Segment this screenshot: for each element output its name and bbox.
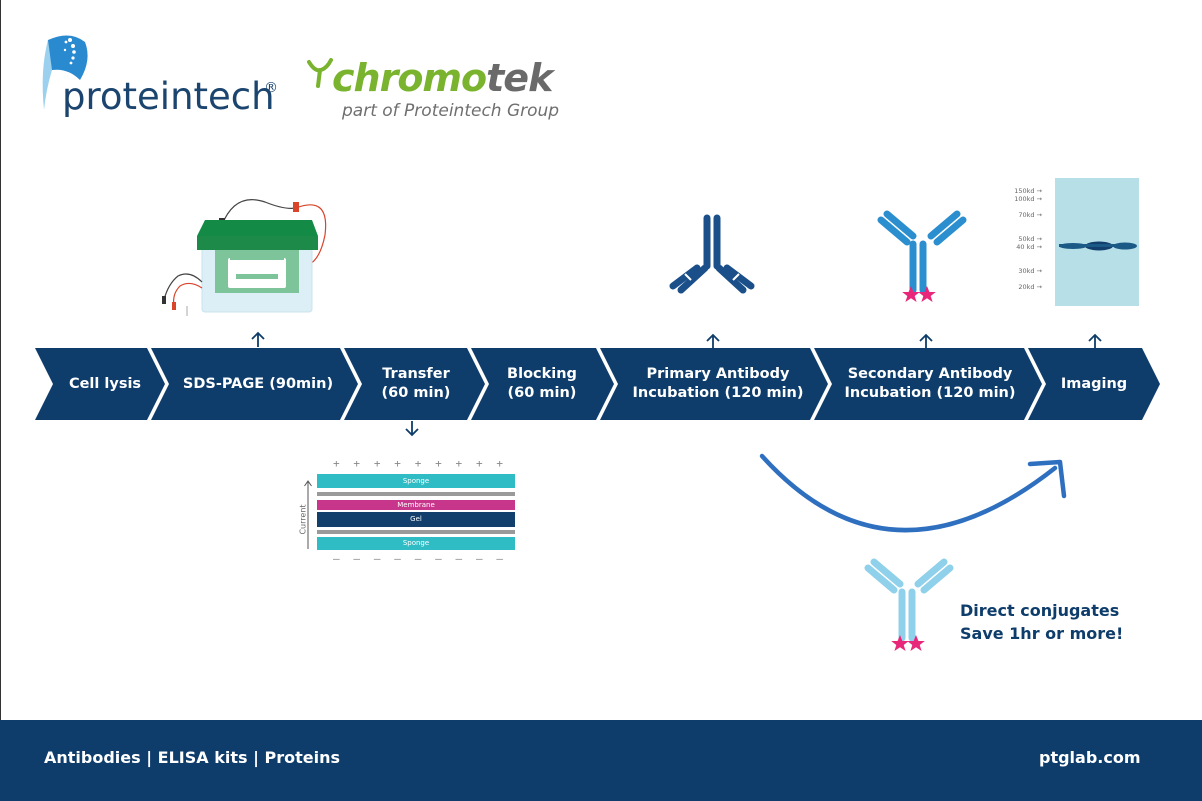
footer-website-link[interactable]: ptglab.com [1039,748,1141,767]
chevron-sds-page [151,348,358,420]
step-label-sds-page: SDS-PAGE (90min) [182,375,334,392]
arrow-up-icon [1088,333,1102,349]
chromotek-tagline: part of Proteintech Group [342,101,560,121]
step-label-cell-lysis: Cell lysis [68,375,142,392]
skip-step-curve-arrow-icon [759,453,1067,533]
blot-marker: 30kd → [1018,267,1042,275]
left-border [0,0,1,720]
chromotek-part2: tek [486,56,553,100]
blot-marker: 50kd → [1018,235,1042,243]
footer-bar [0,720,1202,801]
proteintech-wordmark: proteintech [62,75,275,118]
primary-antibody-icon [669,214,755,294]
filter-paper-bottom [317,530,515,534]
blot-marker: 150kd → [1014,187,1042,195]
process-chevron-bar [35,348,1160,420]
step-label-secondary: Secondary Antibody Incubation (120 min) [844,366,1016,401]
blot-marker: 40 kd → [1016,243,1042,251]
chromotek-wordmark: chromotek [332,56,553,100]
blot-marker: 20kd → [1018,283,1042,291]
step-label-imaging: Imaging [1060,375,1128,392]
blot-band-icon [1059,241,1137,251]
blot-marker: 100kd → [1014,195,1042,203]
arrow-up-icon [251,331,265,347]
arrow-up-icon [706,333,720,349]
step-label-primary: Primary Antibody Incubation (120 min) [632,366,804,401]
direct-conjugates-title: Direct conjugates [960,601,1120,620]
registered-mark: ® [264,80,278,96]
chromotek-logo-icon [307,58,333,88]
chevron-cell-lysis [35,348,165,420]
arrow-down-icon [405,421,419,437]
proteintech-logo-icon [42,35,88,110]
chevron-transfer [344,348,485,420]
western-blot-membrane [1055,178,1139,306]
step-label-blocking: Blocking (60 min) [507,366,577,401]
step-label-transfer: Transfer (60 min) [381,366,451,401]
chromotek-part1: chromo [332,56,487,100]
filter-paper-top [317,492,515,496]
sponge-layer-top: Sponge [317,474,515,488]
sds-page-apparatus-icon [162,199,327,316]
secondary-antibody-icon [877,210,967,302]
current-label: Current [298,504,308,535]
positive-electrode-row: +++++++++ [333,457,503,470]
chevron-blocking [471,348,614,420]
sponge-layer-bottom: Sponge [317,537,515,550]
membrane-layer: Membrane [317,500,515,510]
gel-layer: Gel [317,512,515,527]
direct-conjugate-antibody-icon [864,558,954,651]
direct-conjugates-callout: Direct conjugates Save 1hr or more! [960,599,1123,645]
arrow-up-icon [919,333,933,349]
footer-product-list: Antibodies | ELISA kits | Proteins [44,748,340,767]
negative-electrode-row: ––––––––– [333,552,503,565]
chevron-imaging [1028,348,1160,420]
blot-marker: 70kd → [1018,211,1042,219]
chevron-primary [600,348,828,420]
current-arrow-icon [304,480,312,549]
chevron-secondary [814,348,1042,420]
direct-conjugates-subtitle: Save 1hr or more! [960,624,1124,643]
